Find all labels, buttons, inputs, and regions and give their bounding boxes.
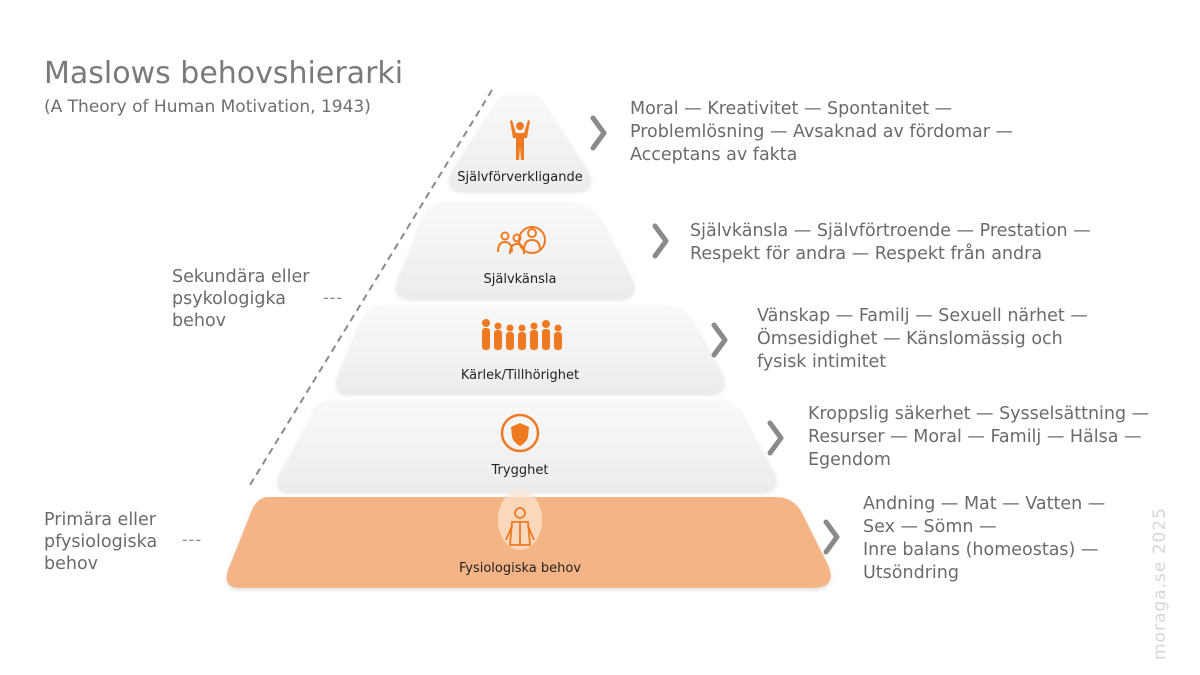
chevron-right-icon xyxy=(711,322,728,358)
side-label-line: pfysiologiska xyxy=(44,532,158,552)
shield-icon xyxy=(500,413,540,453)
description-safety: Kroppslig säkerhet — Sysselsättning — Re… xyxy=(808,403,1149,472)
description-love-belonging: Vänskap — Familj — Sexuell närhet — Ömse… xyxy=(757,305,1088,374)
level-label-self-actualization: Självförverkligande xyxy=(457,170,583,185)
secondary-needs-label: Sekundära eller psykologigka behov xyxy=(172,266,309,332)
description-line: Acceptans av fakta xyxy=(630,145,798,165)
description-line: Ömsesidighet — Känslomässig och xyxy=(757,329,1063,349)
description-line: Vänskap — Familj — Sexuell närhet — xyxy=(757,306,1088,326)
level-label-love-belonging: Kärlek/Tillhörighet xyxy=(460,368,580,383)
side-label-line: behov xyxy=(172,311,227,331)
description-line: Andning — Mat — Vatten — xyxy=(863,494,1106,514)
watermark: moraga.se 2025 xyxy=(1150,507,1170,660)
primary-needs-label: Primära eller pfysiologiska behov xyxy=(44,509,157,575)
side-label-line: Primära eller xyxy=(44,510,157,530)
chevron-right-icon xyxy=(823,519,840,555)
level-label-physiological: Fysiologiska behov xyxy=(458,561,582,576)
people-award-icon xyxy=(497,226,546,255)
primary-dash: --- xyxy=(182,530,202,549)
description-line: Resurser — Moral — Familj — Hälsa — xyxy=(808,427,1142,447)
chevron-right-icon xyxy=(590,115,607,151)
page-title: Maslows behovshierarki xyxy=(44,56,404,91)
secondary-dash: --- xyxy=(323,288,343,307)
description-line: Utsöndring xyxy=(863,563,959,583)
chevron-right-icon xyxy=(767,420,784,456)
chevron-right-icon xyxy=(652,223,669,259)
page-subtitle: (A Theory of Human Motivation, 1943) xyxy=(44,97,371,117)
description-line: fysisk intimitet xyxy=(757,352,887,372)
level-label-esteem: Självkänsla xyxy=(483,272,557,287)
description-line: Respekt för andra — Respekt från andra xyxy=(690,244,1043,264)
description-esteem: Självkänsla — Självförtroende — Prestati… xyxy=(690,220,1091,266)
tier-love-belonging xyxy=(336,306,725,393)
description-line: Inre balans (homeostas) — xyxy=(863,540,1099,560)
group-holding-hands-icon xyxy=(482,319,562,350)
side-label-line: behov xyxy=(44,554,99,574)
tier-esteem xyxy=(396,203,634,298)
description-line: Egendom xyxy=(808,450,891,470)
description-line: Sex — Sömn — xyxy=(863,517,997,537)
side-label-line: psykologigka xyxy=(172,289,286,309)
level-label-safety: Trygghet xyxy=(491,463,549,478)
description-line: Kroppslig säkerhet — Sysselsättning — xyxy=(808,404,1150,424)
description-line: Självkänsla — Självförtroende — Prestati… xyxy=(690,221,1091,241)
description-physiological: Andning — Mat — Vatten — Sex — Sömn — In… xyxy=(863,493,1105,585)
description-line: Problemlösning — Avsaknad av fördomar — xyxy=(630,122,1014,142)
person-arms-raised-icon xyxy=(510,120,530,160)
side-label-line: Sekundära eller xyxy=(172,267,310,287)
tier-safety xyxy=(277,400,777,491)
body-anatomy-icon xyxy=(498,490,542,550)
description-self-actualization: Moral — Kreativitet — Spontanitet — Prob… xyxy=(630,98,1013,167)
separator-dashed-line xyxy=(249,89,493,486)
description-line: Moral — Kreativitet — Spontanitet — xyxy=(630,99,953,119)
